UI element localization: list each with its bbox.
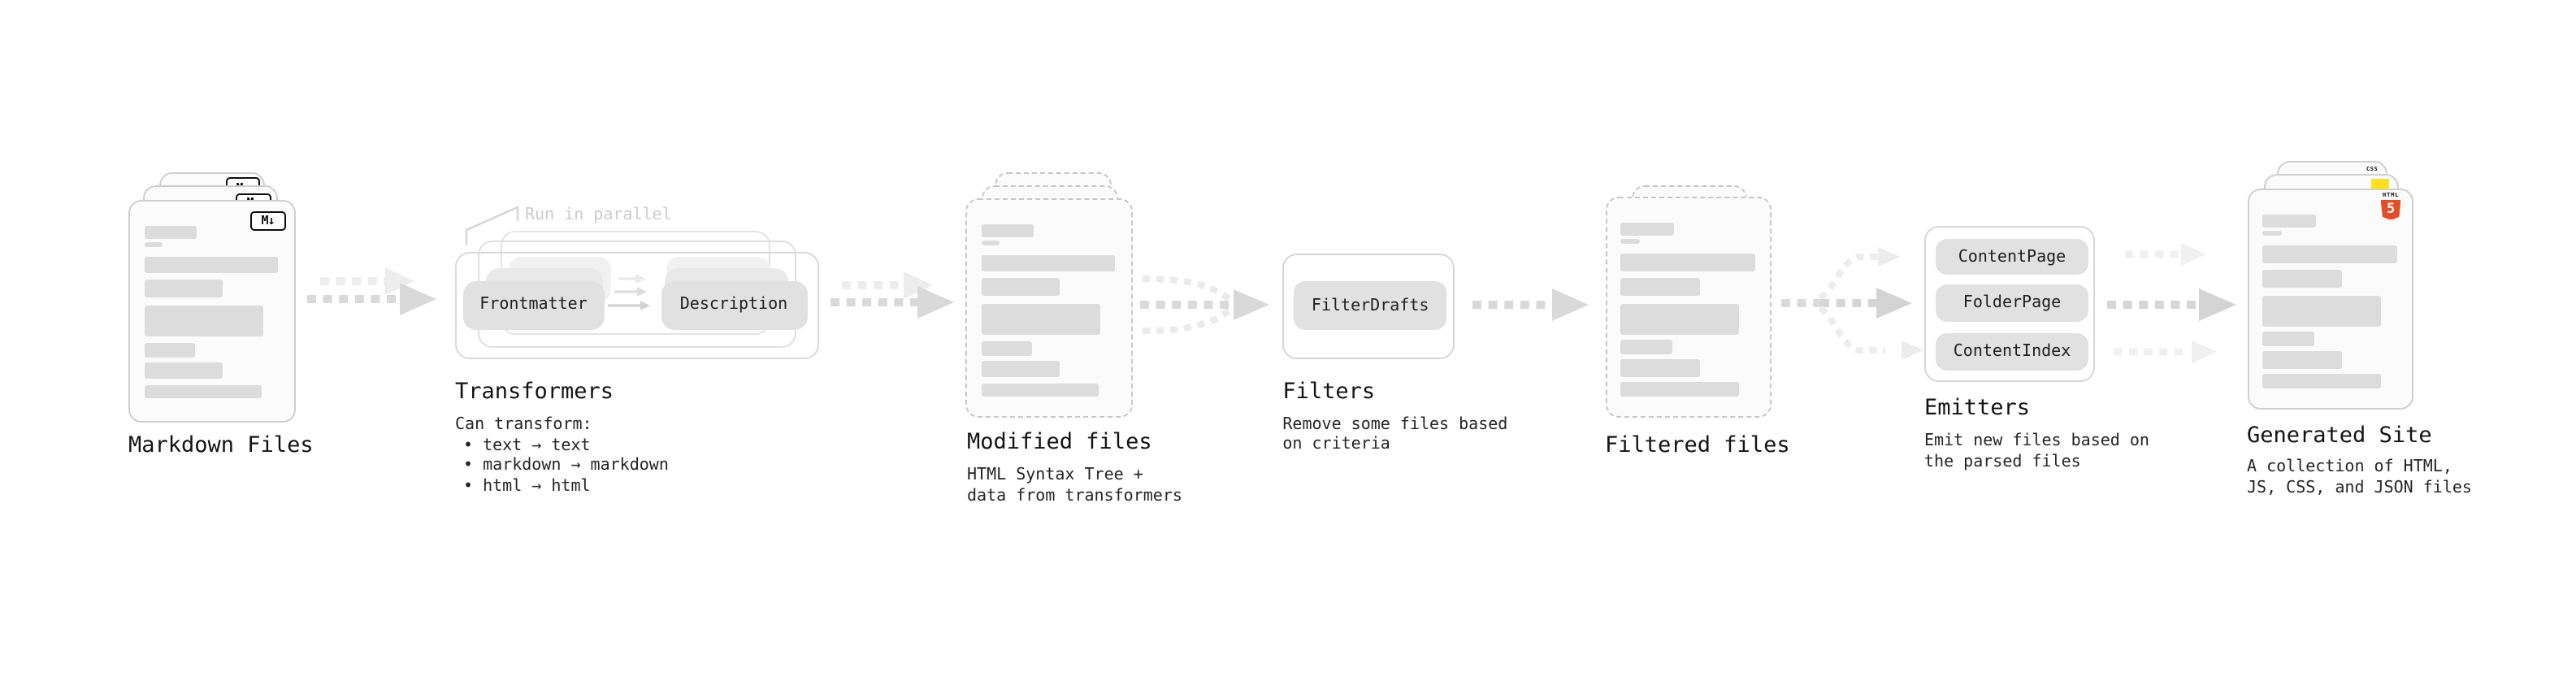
transformers-bullet-list: • text → text • markdown → markdown • ht…	[463, 436, 669, 498]
text-line-bar	[2262, 351, 2341, 369]
text-line-bar	[2262, 231, 2281, 236]
bullet-item: • html → html	[463, 477, 591, 496]
text-line-bar	[981, 304, 1099, 336]
filter-pill-filterdrafts: FilterDrafts	[1293, 280, 1447, 331]
text-line-bar	[144, 242, 163, 247]
callout-line	[465, 205, 519, 245]
stage-generated-site: CSS HTML 5	[2247, 161, 2414, 410]
stage-title-emitters: Emitters	[1924, 395, 2031, 421]
stage-title-filters: Filters	[1282, 379, 1376, 405]
stage-title-modified-files: Modified files	[967, 429, 1152, 455]
flow-arrow-transformers-to-modified	[830, 271, 954, 319]
text-line-bar	[2262, 374, 2380, 388]
text-line-bar	[1620, 303, 1739, 335]
stage-title-filtered-files: Filtered files	[1605, 432, 1790, 458]
text-line-bar	[981, 254, 1115, 272]
file-card-front	[1605, 196, 1772, 419]
text-line-bar	[144, 225, 197, 238]
file-card-front	[965, 197, 1132, 417]
transformer-box-front	[455, 252, 818, 359]
transformer-inner-arrows	[608, 274, 650, 310]
stage-desc-modified-files: HTML Syntax Tree + data from transformer…	[967, 466, 1182, 505]
text-line-bar	[981, 223, 1034, 236]
text-line-bar	[981, 360, 1060, 378]
css-badge-label: CSS	[2366, 166, 2379, 173]
bullet-item: • markdown → markdown	[463, 457, 669, 475]
transformer-pill-frontmatter: Frontmatter	[463, 280, 604, 329]
text-line-bar	[144, 362, 223, 380]
flow-arrow-modified-to-filters-merge	[1140, 275, 1269, 334]
emitters-box: ContentPage FolderPage ContentIndex	[1924, 226, 2095, 382]
stage-title-markdown-files: Markdown Files	[128, 432, 314, 458]
text-line-bar	[1620, 359, 1699, 377]
emitter-pill-content-page: ContentPage	[1936, 238, 2088, 275]
text-line-bar	[1620, 222, 1673, 236]
text-line-bar	[1620, 239, 1639, 245]
text-line-bar	[2262, 295, 2381, 327]
file-card-front: HTML 5	[2247, 188, 2413, 410]
html5-badge-icon: HTML 5	[2380, 192, 2401, 220]
text-line-bar	[1620, 340, 1672, 355]
text-line-bar	[144, 280, 223, 298]
text-line-bar	[1620, 382, 1738, 397]
filters-box: FilterDrafts	[1282, 253, 1455, 359]
text-line-bar	[1620, 253, 1754, 271]
emitter-pill-folder-page: FolderPage	[1936, 284, 2088, 321]
text-line-bar	[2262, 332, 2314, 347]
stage-title-generated-site: Generated Site	[2247, 423, 2432, 449]
html5-badge-shield: 5	[2380, 199, 2401, 220]
flow-arrow-filters-to-filtered	[1472, 288, 1589, 321]
document-text-lines	[144, 225, 290, 399]
stage-title-transformers: Transformers	[455, 379, 614, 405]
stage-modified-files	[965, 172, 1133, 418]
stage-markdown-files: M↓ M↓ M↓	[128, 172, 296, 423]
text-line-bar	[144, 342, 195, 358]
run-in-parallel-note: Run in parallel	[525, 206, 672, 224]
flow-arrow-filtered-to-emitters-fork	[1781, 247, 1923, 360]
transformer-pill-description: Description	[661, 280, 807, 329]
document-text-lines	[1620, 222, 1767, 397]
markdown-badge-icon: M↓	[250, 210, 285, 230]
text-line-bar	[144, 256, 278, 274]
bullet-item: • text → text	[463, 436, 591, 455]
flow-arrow-emitters-to-site	[2107, 243, 2236, 363]
text-line-bar	[981, 278, 1060, 297]
html5-badge-label: HTML	[2382, 192, 2400, 199]
stage-desc-generated-site: A collection of HTML, JS, CSS, and JSON …	[2247, 458, 2472, 497]
stage-desc-emitters: Emit new files based on the parsed files	[1924, 432, 2149, 471]
text-line-bar	[144, 384, 262, 399]
emitter-pill-content-index: ContentIndex	[1936, 333, 2088, 370]
text-line-bar	[144, 306, 262, 337]
document-text-lines	[981, 223, 1127, 397]
stage-desc-transformers-heading: Can transform:	[455, 415, 592, 434]
stage-desc-filters: Remove some files based on criteria	[1282, 415, 1508, 454]
text-line-bar	[981, 383, 1099, 397]
text-line-bar	[981, 340, 1032, 356]
flow-arrow-markdown-to-transformers	[307, 267, 436, 315]
text-line-bar	[2262, 245, 2396, 263]
file-card-front: M↓	[128, 199, 295, 422]
js-badge-icon	[2371, 179, 2389, 189]
document-text-lines	[2262, 214, 2409, 388]
text-line-bar	[1620, 277, 1699, 296]
stage-filtered-files	[1605, 185, 1772, 421]
text-line-bar	[2262, 214, 2315, 228]
text-line-bar	[2262, 269, 2341, 288]
text-line-bar	[981, 241, 1000, 245]
